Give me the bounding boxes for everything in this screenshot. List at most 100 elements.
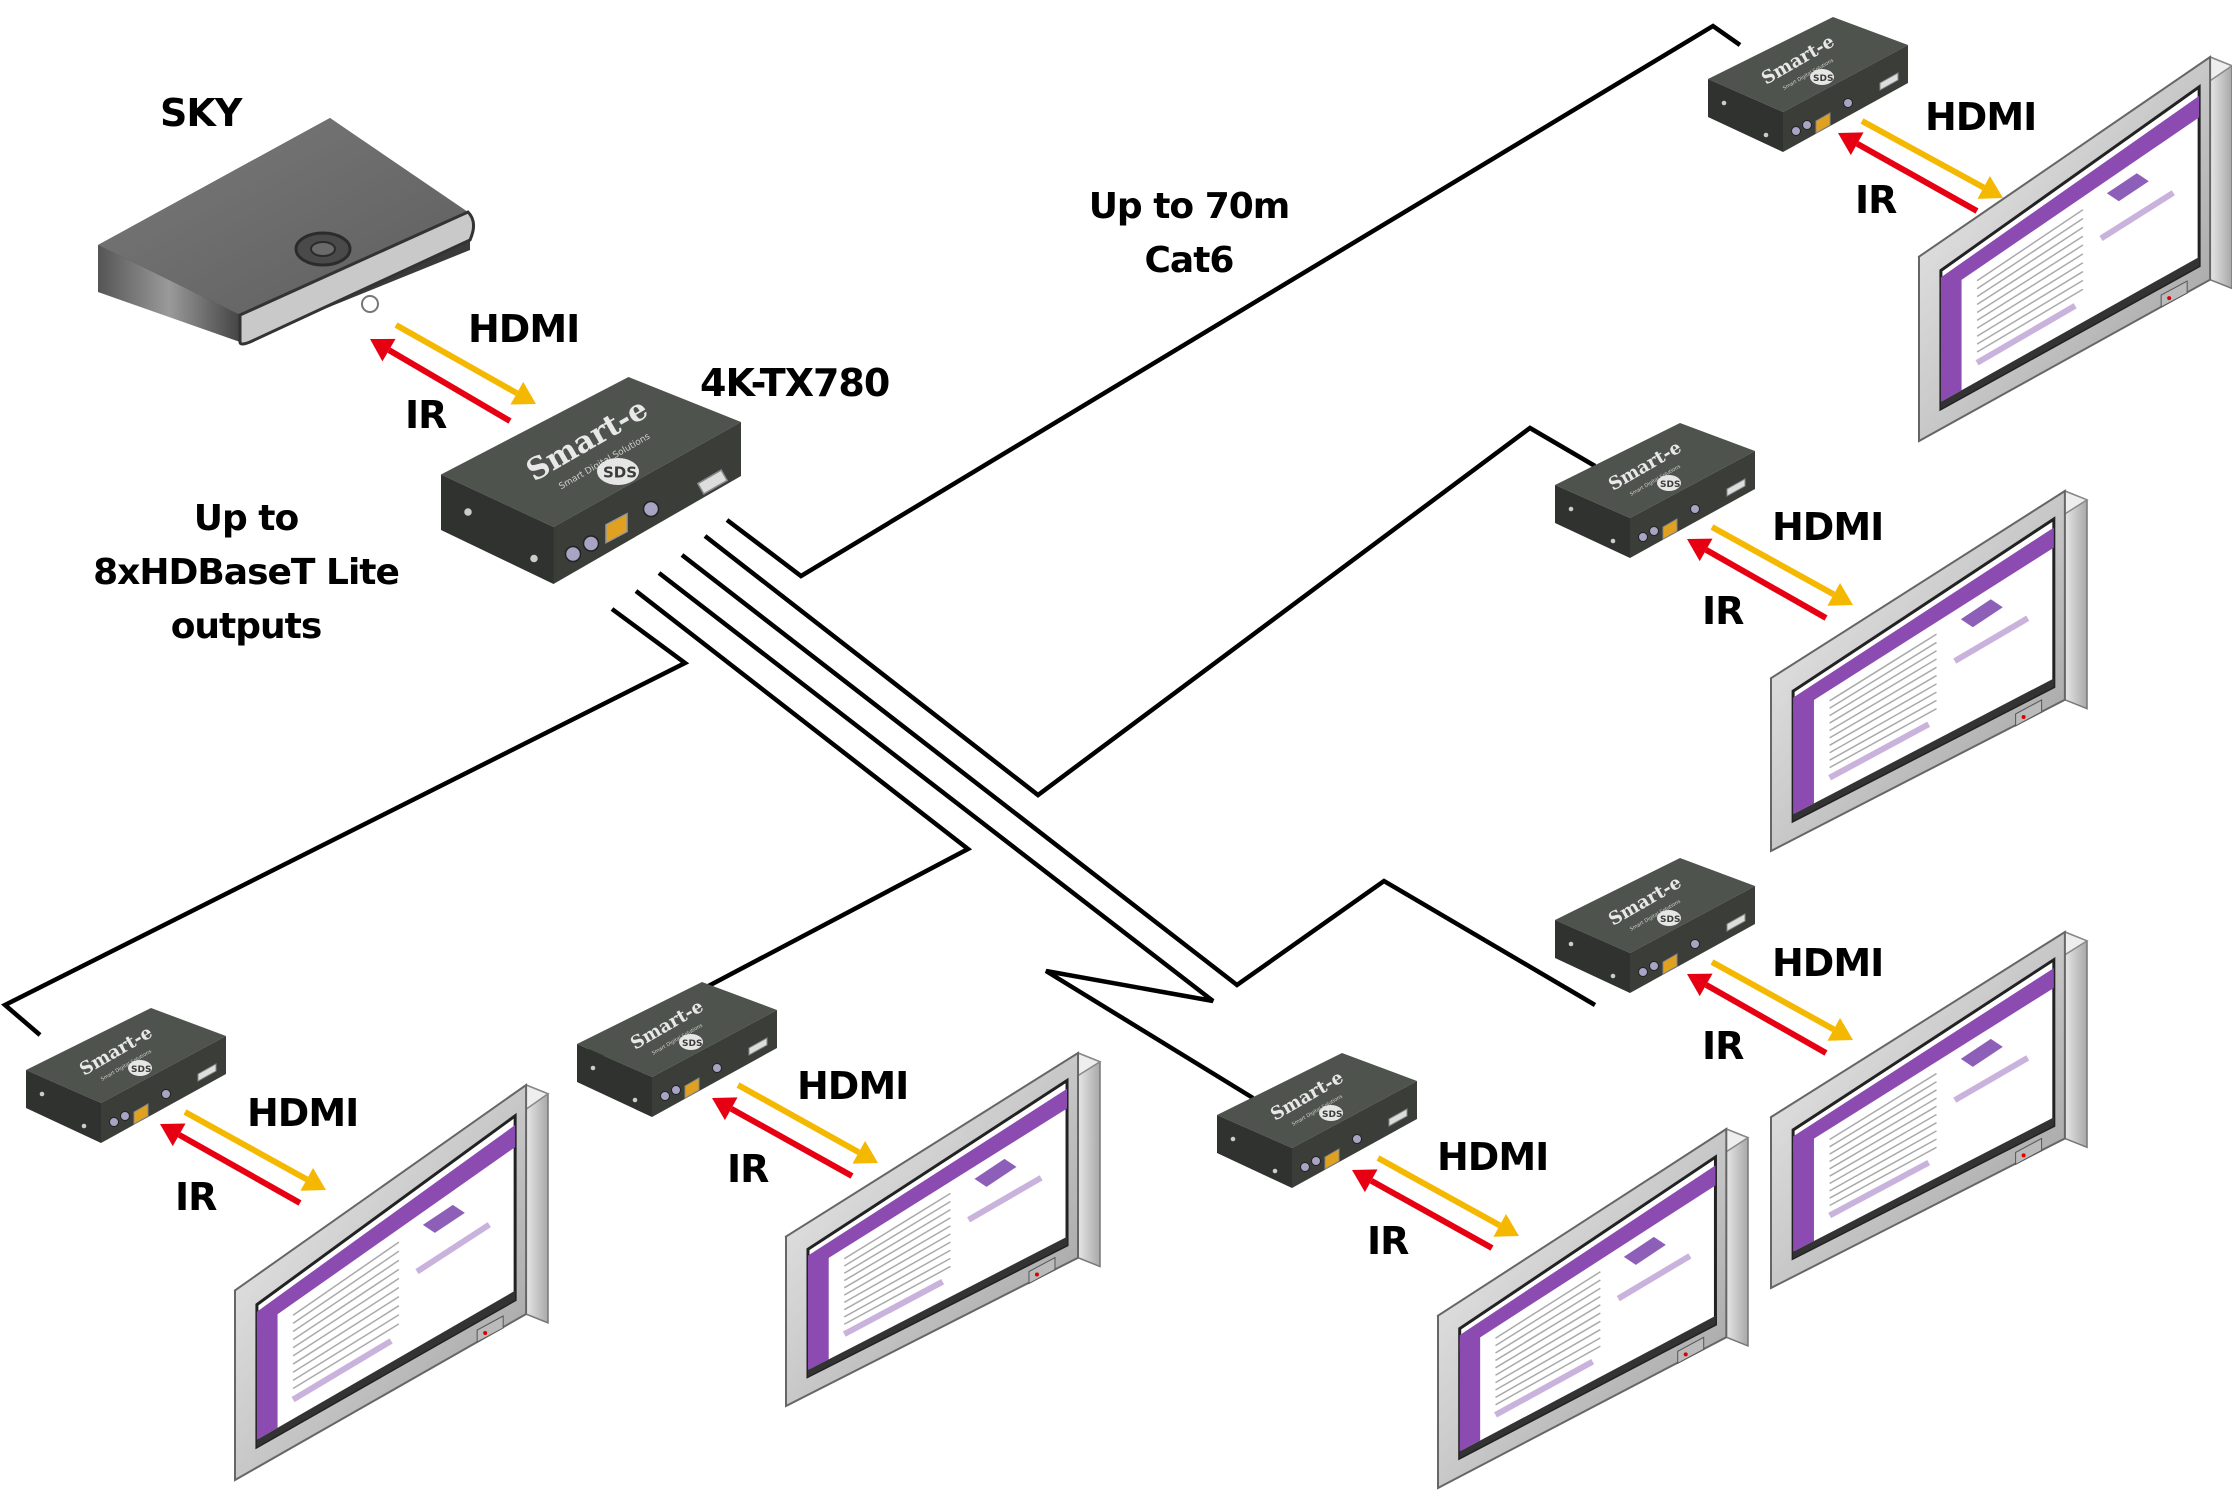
screw-icon: [1568, 506, 1574, 512]
cable-to-rx2: [703, 425, 1597, 798]
screen-text-line: [843, 1225, 951, 1289]
rx1-hdmi-arrow-head-icon: [1977, 176, 2003, 199]
screen-text-line: [292, 1277, 400, 1349]
source-ir-arrow-shaft: [387, 347, 512, 424]
screen-text-line: [1976, 235, 2084, 306]
screen-taskbar: [1793, 1117, 2054, 1259]
screen-text-line: [1829, 658, 1937, 724]
rx3-hdmi-arrow-shaft: [1710, 959, 1836, 1032]
screen-sidebar: [1793, 690, 1814, 815]
screen-text-line: [1829, 633, 1937, 702]
screen-text-line: [1495, 1337, 1601, 1399]
source-hdmi-label: HDMI: [468, 307, 580, 351]
rx1-ir-arrow-head-icon: [1838, 132, 1864, 156]
screen-text-line: [292, 1286, 400, 1357]
power-led-icon: [2167, 296, 2172, 301]
rx1-hdmi-label: HDMI: [1925, 95, 2037, 139]
screen-taskbar: [807, 1236, 1068, 1377]
rx5-ir-arrow-shaft: [729, 1106, 854, 1179]
screen-info-box: [2099, 190, 2175, 241]
screen-text-line: [1976, 253, 2084, 322]
rx3-hdmi-arrow-head-icon: [1827, 1017, 1853, 1041]
power-led-icon: [2021, 1153, 2026, 1158]
receiver-top: [577, 982, 777, 1077]
hdmi-port-icon: [1726, 913, 1746, 932]
receiver-top: [1708, 17, 1908, 112]
screen-taskbar: [1793, 678, 2054, 821]
screen-text-line: [292, 1259, 400, 1333]
screen-text-line: [843, 1233, 951, 1296]
sds-logo-text: SDS: [1813, 74, 1833, 84]
monitor-side: [1725, 1127, 1749, 1348]
hdmi-port-icon: [1879, 72, 1899, 91]
hdmi-port-icon: [197, 1063, 217, 1082]
receiver-front: [1292, 1081, 1417, 1188]
rx4-ir-arrow-head-icon: [1352, 1169, 1378, 1193]
screen-text-line: [1976, 244, 2084, 314]
screw-icon: [1230, 1136, 1236, 1142]
source-ir-arrow-head-icon: [370, 338, 396, 362]
screw-icon: [590, 1065, 596, 1071]
power-led-icon: [2021, 714, 2026, 719]
sds-logo-icon: [679, 1034, 703, 1050]
screw-icon: [1610, 973, 1616, 979]
rx2-ir-label: IR: [1702, 589, 1744, 633]
cable-to-rx3: [680, 553, 1597, 1007]
rj45-port-icon: [1815, 112, 1831, 134]
rx4-ir-label: IR: [1367, 1219, 1409, 1263]
screen-text-line: [1829, 1072, 1937, 1141]
screen-text-line: [1495, 1295, 1601, 1362]
tv-monitor: [1769, 489, 2089, 853]
screen-text-line: [843, 1241, 951, 1304]
screw-icon: [1610, 538, 1616, 544]
cable-note: Up to 70m Cat6: [1088, 180, 1291, 288]
cable-to-rx1: [725, 23, 1742, 579]
screen-text-line: [1829, 666, 1937, 732]
screen-text-line: [1976, 270, 2084, 337]
rx5-ir-label: IR: [727, 1147, 769, 1191]
screen-text-line: [1829, 1130, 1937, 1192]
tv-monitor: [233, 1083, 550, 1482]
screen-product-image: [1623, 1236, 1666, 1265]
screen-product-image: [1960, 599, 2003, 628]
rj45-port-icon: [684, 1077, 700, 1099]
source-ir-label: IR: [405, 393, 447, 437]
receiver-top: [1555, 858, 1755, 953]
screen-text-line: [1976, 262, 2084, 329]
outputs-note-line: 8xHDBaseT Lite: [93, 552, 400, 593]
rx3-ir-arrow-head-icon: [1687, 973, 1713, 997]
rx6-hdmi-arrow-shaft: [183, 1109, 309, 1182]
screen-text-line: [292, 1268, 400, 1341]
receiver-front: [652, 1010, 777, 1117]
rx2-hdmi-label: HDMI: [1772, 505, 1884, 549]
rj45-port-icon: [133, 1103, 149, 1125]
sds-logo-icon: [1810, 69, 1834, 85]
monitor-side: [525, 1083, 549, 1324]
receiver-front: [1783, 45, 1908, 152]
screen-text-line: [843, 1192, 951, 1260]
rx6-ir-arrow-shaft: [177, 1132, 302, 1206]
rx5-hdmi-arrow-head-icon: [852, 1140, 878, 1164]
rx5-ir-arrow-head-icon: [712, 1097, 738, 1121]
screen-text-line: [292, 1241, 400, 1316]
screen-text-line: [1976, 279, 2084, 345]
screen-text-line: [292, 1295, 400, 1365]
sds-logo-text: SDS: [1660, 480, 1680, 490]
monitor-side: [2209, 55, 2232, 290]
screen-product-image: [422, 1204, 465, 1233]
tv-monitor: [1436, 1127, 1750, 1490]
screen-text-line: [1495, 1328, 1601, 1391]
cable-note-line: Up to 70m: [1088, 186, 1291, 227]
screen-text-line: [1829, 1113, 1937, 1177]
screen-text-line: [1495, 1312, 1601, 1376]
screen-text-line: [1495, 1271, 1601, 1339]
screw-icon: [39, 1091, 45, 1097]
ir-port-icon: [1791, 126, 1801, 136]
ir-port-icon: [1649, 961, 1659, 971]
screen-text-line: [1829, 1122, 1937, 1185]
screen-header-band: [807, 1088, 1068, 1271]
ir-port-icon: [1690, 939, 1700, 949]
sds-logo-text: SDS: [1322, 1110, 1342, 1120]
rx4-hdmi-arrow-head-icon: [1493, 1213, 1519, 1237]
